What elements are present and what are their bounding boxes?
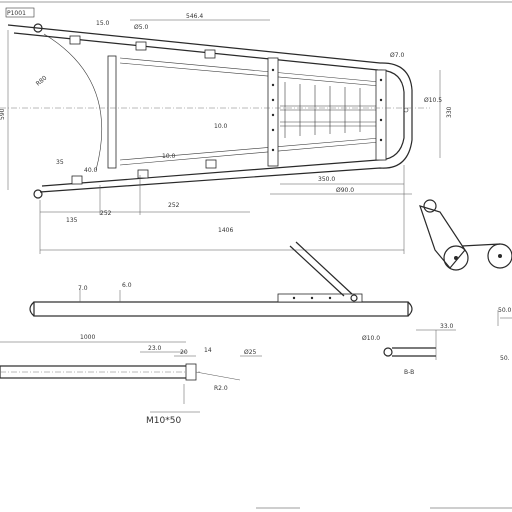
dim-50b: 50.	[500, 355, 510, 362]
dim-33: 33.0	[440, 323, 454, 330]
dim-23: 23.0	[148, 345, 162, 352]
pivot-upper	[33, 23, 43, 33]
hole	[292, 296, 296, 300]
section-pin	[383, 347, 393, 357]
hole	[271, 128, 275, 132]
hole	[379, 98, 383, 102]
cross-plate-front	[107, 55, 117, 169]
side-bracket	[277, 293, 363, 303]
section-bb-view	[383, 310, 512, 360]
hole	[271, 68, 275, 72]
dim-d5: Ø5.0	[134, 24, 148, 31]
cross-plate-mid	[267, 57, 279, 167]
hole	[271, 148, 275, 152]
cross-plate-end	[375, 69, 387, 161]
label-p1: P1001	[7, 10, 26, 17]
dim-1406: 1406	[218, 227, 233, 234]
dim-7: 7.0	[78, 285, 88, 292]
dim-546: 546.4	[186, 13, 203, 20]
tube-end-cap	[185, 363, 197, 381]
dim-d105: Ø10.5	[424, 97, 442, 104]
dim-590: 590	[0, 108, 6, 120]
mount-tab	[204, 49, 216, 59]
main-dimensions	[5, 7, 441, 254]
dim-m10: M10*50	[146, 416, 181, 426]
dim-d25: Ø25	[244, 349, 257, 356]
dim-d7: Ø7.0	[390, 52, 404, 59]
frame-top-view	[0, 23, 430, 199]
dim-20: 20	[180, 349, 188, 356]
mount-tab	[135, 41, 147, 51]
wheel-arm	[419, 205, 466, 269]
dim-35: 35	[56, 159, 64, 166]
wheel-assembly-view	[419, 199, 512, 271]
mount-tab	[69, 35, 81, 45]
dim-r80: R80	[35, 74, 49, 87]
frame-outer-tube	[7, 24, 413, 193]
rail-2b	[119, 137, 381, 161]
mount-tab	[71, 175, 83, 185]
hole	[379, 138, 383, 142]
leader-r2	[195, 371, 241, 381]
mount-tab	[205, 159, 217, 169]
dim-6: 6.0	[122, 282, 132, 289]
strut-b	[289, 245, 345, 297]
dim-252a: 252	[100, 210, 112, 217]
hole	[379, 118, 383, 122]
dim-r2: R2.0	[214, 385, 228, 392]
dim-10b: 10.0	[214, 123, 228, 130]
dim-350: 350.0	[318, 176, 335, 183]
dim-10a: 10.0	[162, 153, 176, 160]
dim-330: 330	[446, 106, 453, 118]
hole	[271, 113, 275, 117]
dim-135: 135	[66, 217, 78, 224]
wheel-1	[443, 245, 469, 271]
hole	[310, 296, 314, 300]
dim-14: 14	[204, 347, 212, 354]
frame-inner-tube	[13, 32, 405, 187]
arm-pivot	[423, 199, 437, 213]
dim-40: 40.0	[84, 167, 98, 174]
dim-252b: 252	[168, 202, 180, 209]
hole	[271, 83, 275, 87]
side-bar-end	[407, 301, 413, 317]
rail-1b	[119, 62, 381, 87]
mount-tab	[137, 169, 149, 179]
dim-15: 15.0	[96, 20, 110, 27]
label-box	[5, 7, 35, 18]
dim-d10: Ø10.0	[362, 335, 380, 342]
side-bar	[33, 301, 409, 317]
wheel-hub-2	[498, 254, 502, 258]
wheel-clearance-arc	[43, 33, 102, 171]
section-label: B-B	[404, 369, 414, 376]
dim-50a: 50.0	[498, 307, 512, 314]
wheel-link	[461, 243, 501, 247]
end-hole	[403, 107, 409, 113]
rail-2	[119, 141, 381, 166]
strut-pivot	[350, 294, 358, 302]
hole	[379, 78, 383, 82]
wheel-hub-1	[454, 256, 458, 260]
pivot-lower	[33, 189, 43, 199]
dim-1000: 1000	[80, 334, 95, 341]
hole	[271, 98, 275, 102]
tube-view	[0, 341, 262, 413]
side-bar-start	[29, 301, 35, 317]
strut	[295, 241, 353, 295]
hole	[328, 296, 332, 300]
side-bar-view	[29, 241, 413, 317]
rail-1	[119, 57, 381, 83]
dim-d390: Ø90.0	[336, 187, 354, 194]
